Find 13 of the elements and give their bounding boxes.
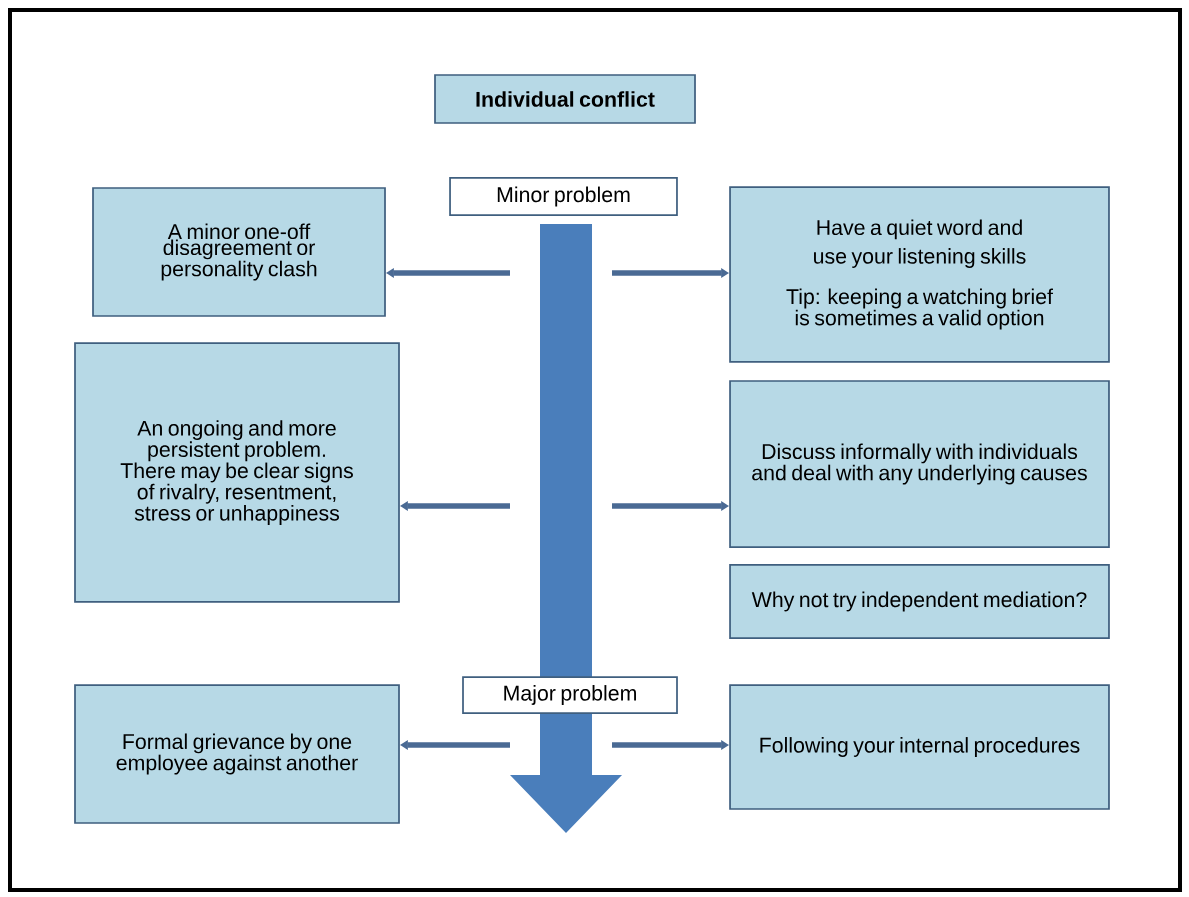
- text-box: A minor one-off disagreement or personality clash: [92, 187, 386, 317]
- text-box: Why not try independent mediation?: [729, 564, 1110, 639]
- text-box: An ongoing and more persistent problem. There may be clear signs of rivalry, resentment, stress or unhappiness: [74, 342, 400, 603]
- arrow: [400, 740, 510, 750]
- stage-label-box: Minor problem: [449, 177, 678, 216]
- text-box: Discuss informally with individuals and deal with any underlying causes: [729, 380, 1110, 548]
- text-box: Following your internal procedures: [729, 684, 1110, 810]
- text-box: Formal grievance by one employee against another: [74, 684, 400, 824]
- heading-box: Individual conflict: [434, 74, 696, 124]
- arrow: [386, 268, 510, 278]
- arrow: [400, 501, 510, 511]
- stage-label-box: Major problem: [462, 676, 678, 714]
- text-box: Have a quiet word and use your listening skills Tip: keeping a watching brief is sometimes a valid option: [729, 186, 1110, 363]
